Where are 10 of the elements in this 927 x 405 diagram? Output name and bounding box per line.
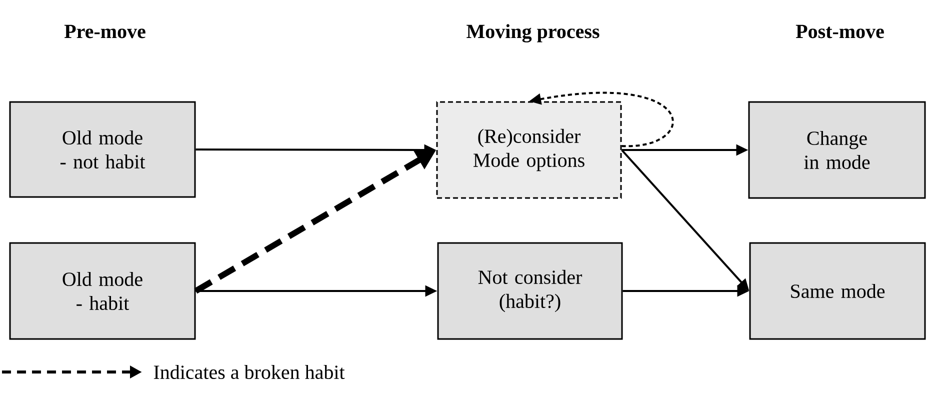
column-heading: Moving process xyxy=(466,24,600,42)
legend-text: Indicates a broken habit xyxy=(154,364,345,380)
process-box: Change in mode xyxy=(748,101,926,199)
dashed-process-box: (Re)consider Mode options xyxy=(436,101,622,199)
process-box: Old mode - habit xyxy=(9,242,196,340)
process-box: Same mode xyxy=(749,242,926,340)
process-box: Not consider (habit?) xyxy=(437,242,623,340)
column-heading: Pre-move xyxy=(64,24,146,38)
process-box: Old mode - not habit xyxy=(9,101,196,198)
column-heading: Post-move xyxy=(796,24,884,38)
